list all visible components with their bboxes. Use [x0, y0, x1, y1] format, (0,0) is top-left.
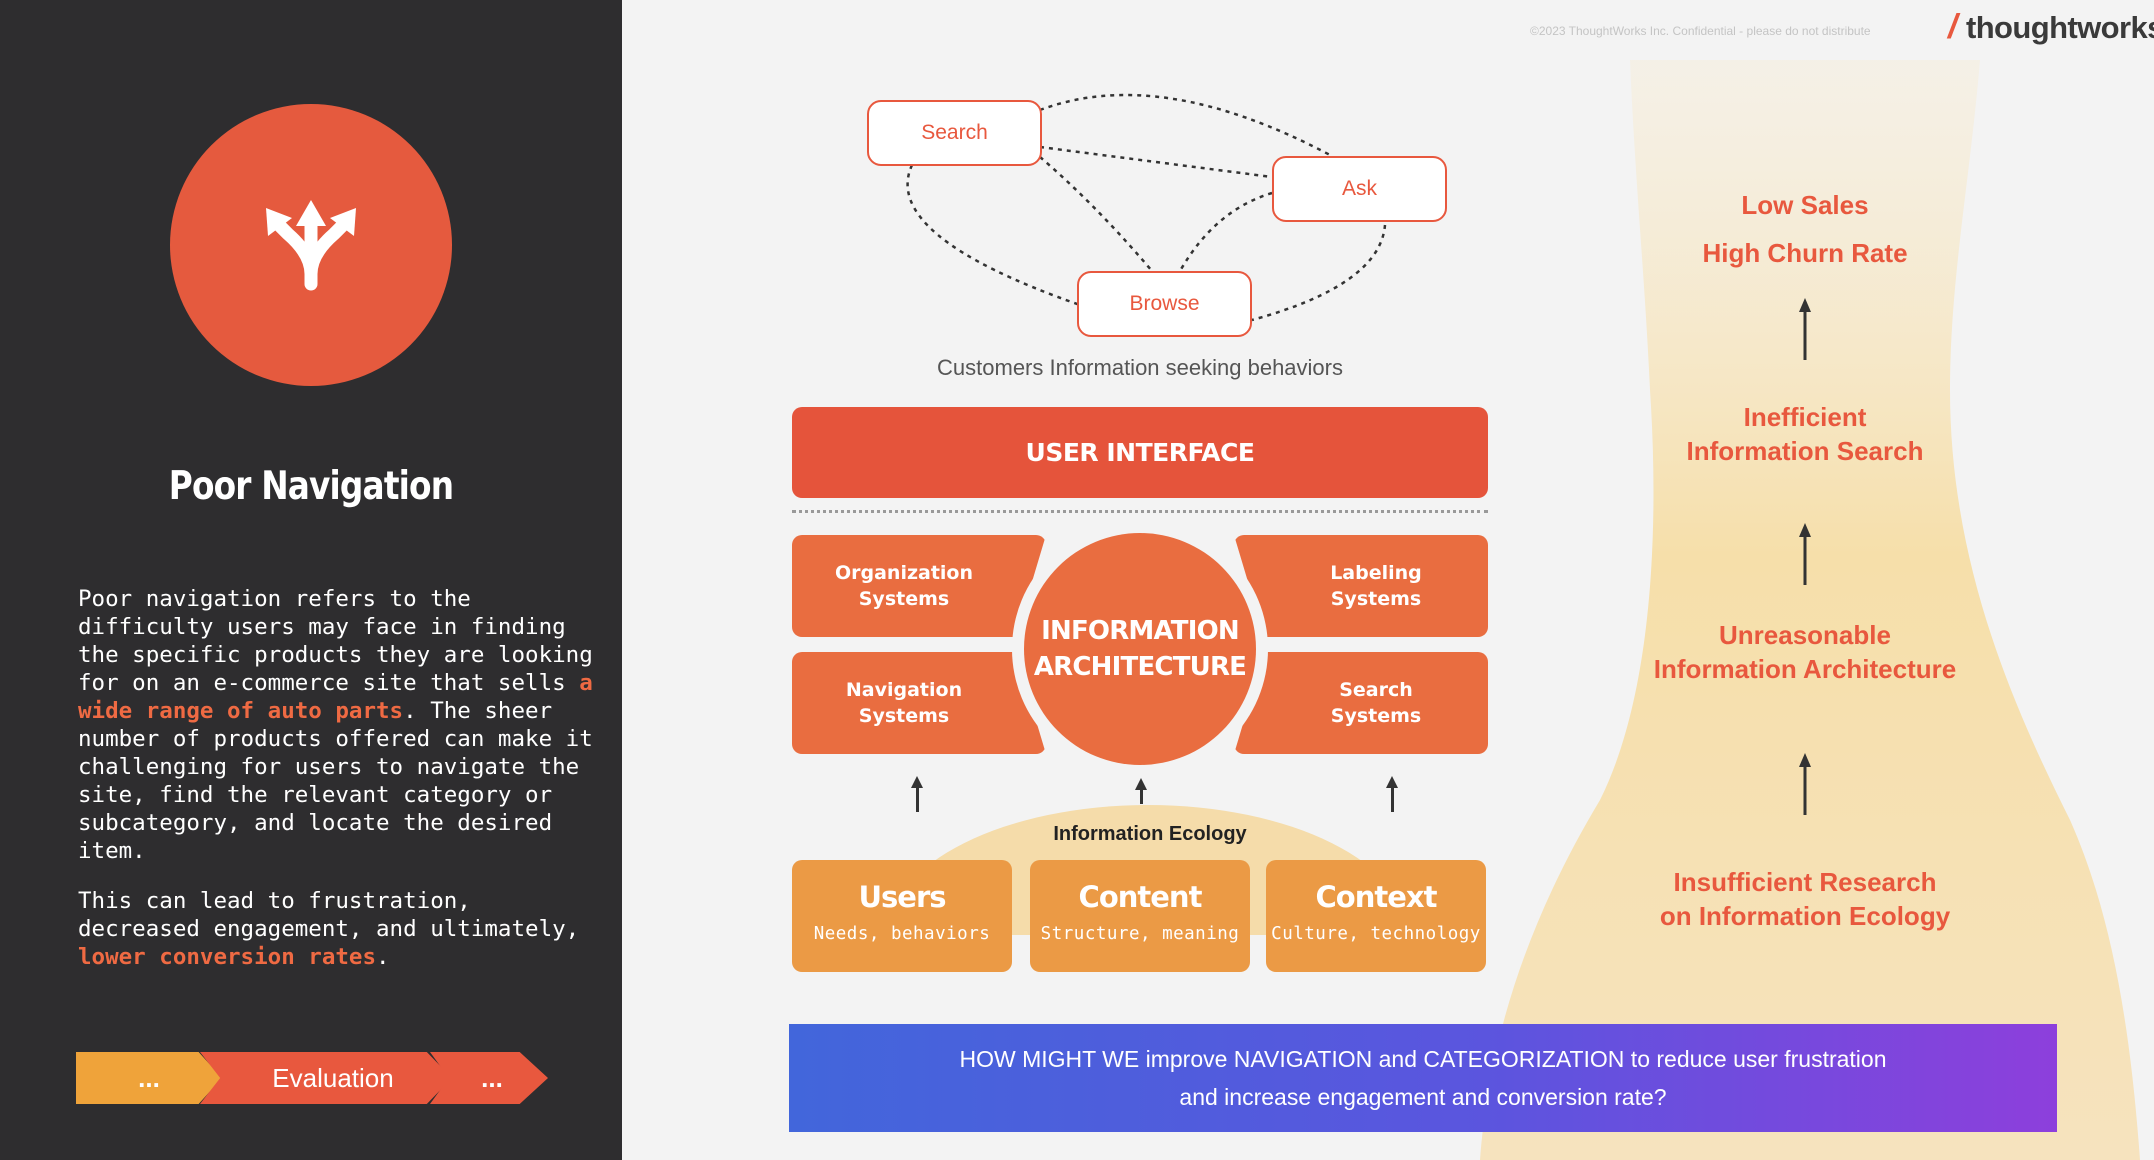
thoughtworks-logo: thoughtworks: [1966, 10, 2154, 45]
hmw-line: and increase engagement and conversion r…: [1179, 1084, 1667, 1110]
funnel-line: Unreasonable: [1719, 620, 1891, 650]
desc-text: This can lead to frustration, decreased …: [78, 888, 580, 942]
funnel-insufficient-research: Insufficient Research on Information Eco…: [1600, 865, 2010, 933]
funnel-line: Information Architecture: [1653, 654, 1957, 684]
ecology-subtitle: Needs, behaviors: [813, 924, 991, 944]
ecology-subtitle: Culture, technology: [1271, 924, 1481, 944]
ecology-context: Context Culture, technology: [1266, 860, 1486, 972]
desc-highlight: lower conversion rates: [78, 944, 377, 970]
up-arrow-icon: [1135, 778, 1147, 804]
funnel-line: Inefficient: [1743, 402, 1867, 432]
logo-slash: /: [1948, 8, 1958, 46]
desc-text: .: [376, 944, 390, 970]
behavior-node-browse: Browse: [1077, 271, 1252, 337]
description-paragraph-2: This can lead to frustration, decreased …: [78, 887, 598, 971]
funnel-inefficient-search: Inefficient Information Search: [1600, 400, 2010, 468]
how-might-we-banner: HOW MIGHT WE improve NAVIGATION and CATE…: [789, 1024, 2057, 1132]
tile-line: Systems: [1330, 588, 1422, 610]
ecology-title: Context: [1315, 880, 1438, 914]
ia-line: ARCHITECTURE: [1033, 652, 1247, 682]
tile-line: Systems: [858, 588, 950, 610]
tile-line: Navigation: [845, 679, 963, 701]
information-ecology-label: Information Ecology: [1053, 823, 1247, 845]
desc-text: . The sheer number of products offered c…: [78, 698, 593, 864]
desc-text: Poor navigation refers to the difficulty…: [78, 586, 593, 696]
ecology-title: Content: [1078, 880, 1203, 914]
tile-line: Systems: [858, 705, 950, 727]
divider: [792, 510, 1488, 513]
behavior-connections: [906, 93, 1387, 322]
hmw-line: HOW MIGHT WE improve NAVIGATION and CATE…: [959, 1046, 1887, 1072]
page-title: Poor Navigation: [168, 464, 454, 509]
behaviors-caption: Customers Information seeking behaviors: [937, 355, 1343, 380]
ia-line: INFORMATION: [1041, 616, 1240, 646]
chevron-step-previous[interactable]: ...: [76, 1052, 222, 1104]
up-arrow-icon: [1386, 776, 1398, 812]
behavior-node-ask: Ask: [1272, 156, 1447, 222]
tile-line: Organization: [834, 562, 974, 584]
funnel-low-sales: Low Sales: [1741, 190, 1869, 220]
information-architecture-circle: INFORMATION ARCHITECTURE: [1024, 533, 1256, 765]
ecology-subtitle: Structure, meaning: [1040, 924, 1240, 944]
tile-line: Search: [1339, 679, 1413, 701]
desc-highlight: a wide range of auto parts: [78, 670, 593, 724]
chevron-step-next[interactable]: ...: [430, 1052, 548, 1104]
funnel-unreasonable-ia: Unreasonable Information Architecture: [1600, 618, 2010, 686]
description-paragraph-1: Poor navigation refers to the difficulty…: [78, 585, 598, 865]
behavior-node-search: Search: [867, 100, 1042, 166]
tile-line: Systems: [1330, 705, 1422, 727]
chevron-step-evaluation[interactable]: Evaluation: [200, 1052, 452, 1104]
user-interface-bar: USER INTERFACE: [792, 407, 1488, 498]
ecology-title: Users: [858, 880, 946, 914]
funnel-line: Insufficient Research: [1673, 867, 1937, 897]
ecology-users: Users Needs, behaviors: [792, 860, 1012, 972]
funnel-high-churn: High Churn Rate: [1702, 238, 1908, 268]
funnel-line: on Information Ecology: [1659, 901, 1951, 931]
hero-circle: [170, 104, 452, 386]
ecology-content: Content Structure, meaning: [1030, 860, 1250, 972]
funnel-line: Information Search: [1686, 436, 1924, 466]
funnel-shape: [1480, 60, 2140, 1160]
tile-line: Labeling: [1330, 562, 1422, 584]
up-arrow-icon: [911, 776, 923, 812]
confidential-watermark: ©2023 ThoughtWorks Inc. Confidential - p…: [1530, 24, 1871, 38]
split-arrows-icon: [266, 200, 356, 291]
